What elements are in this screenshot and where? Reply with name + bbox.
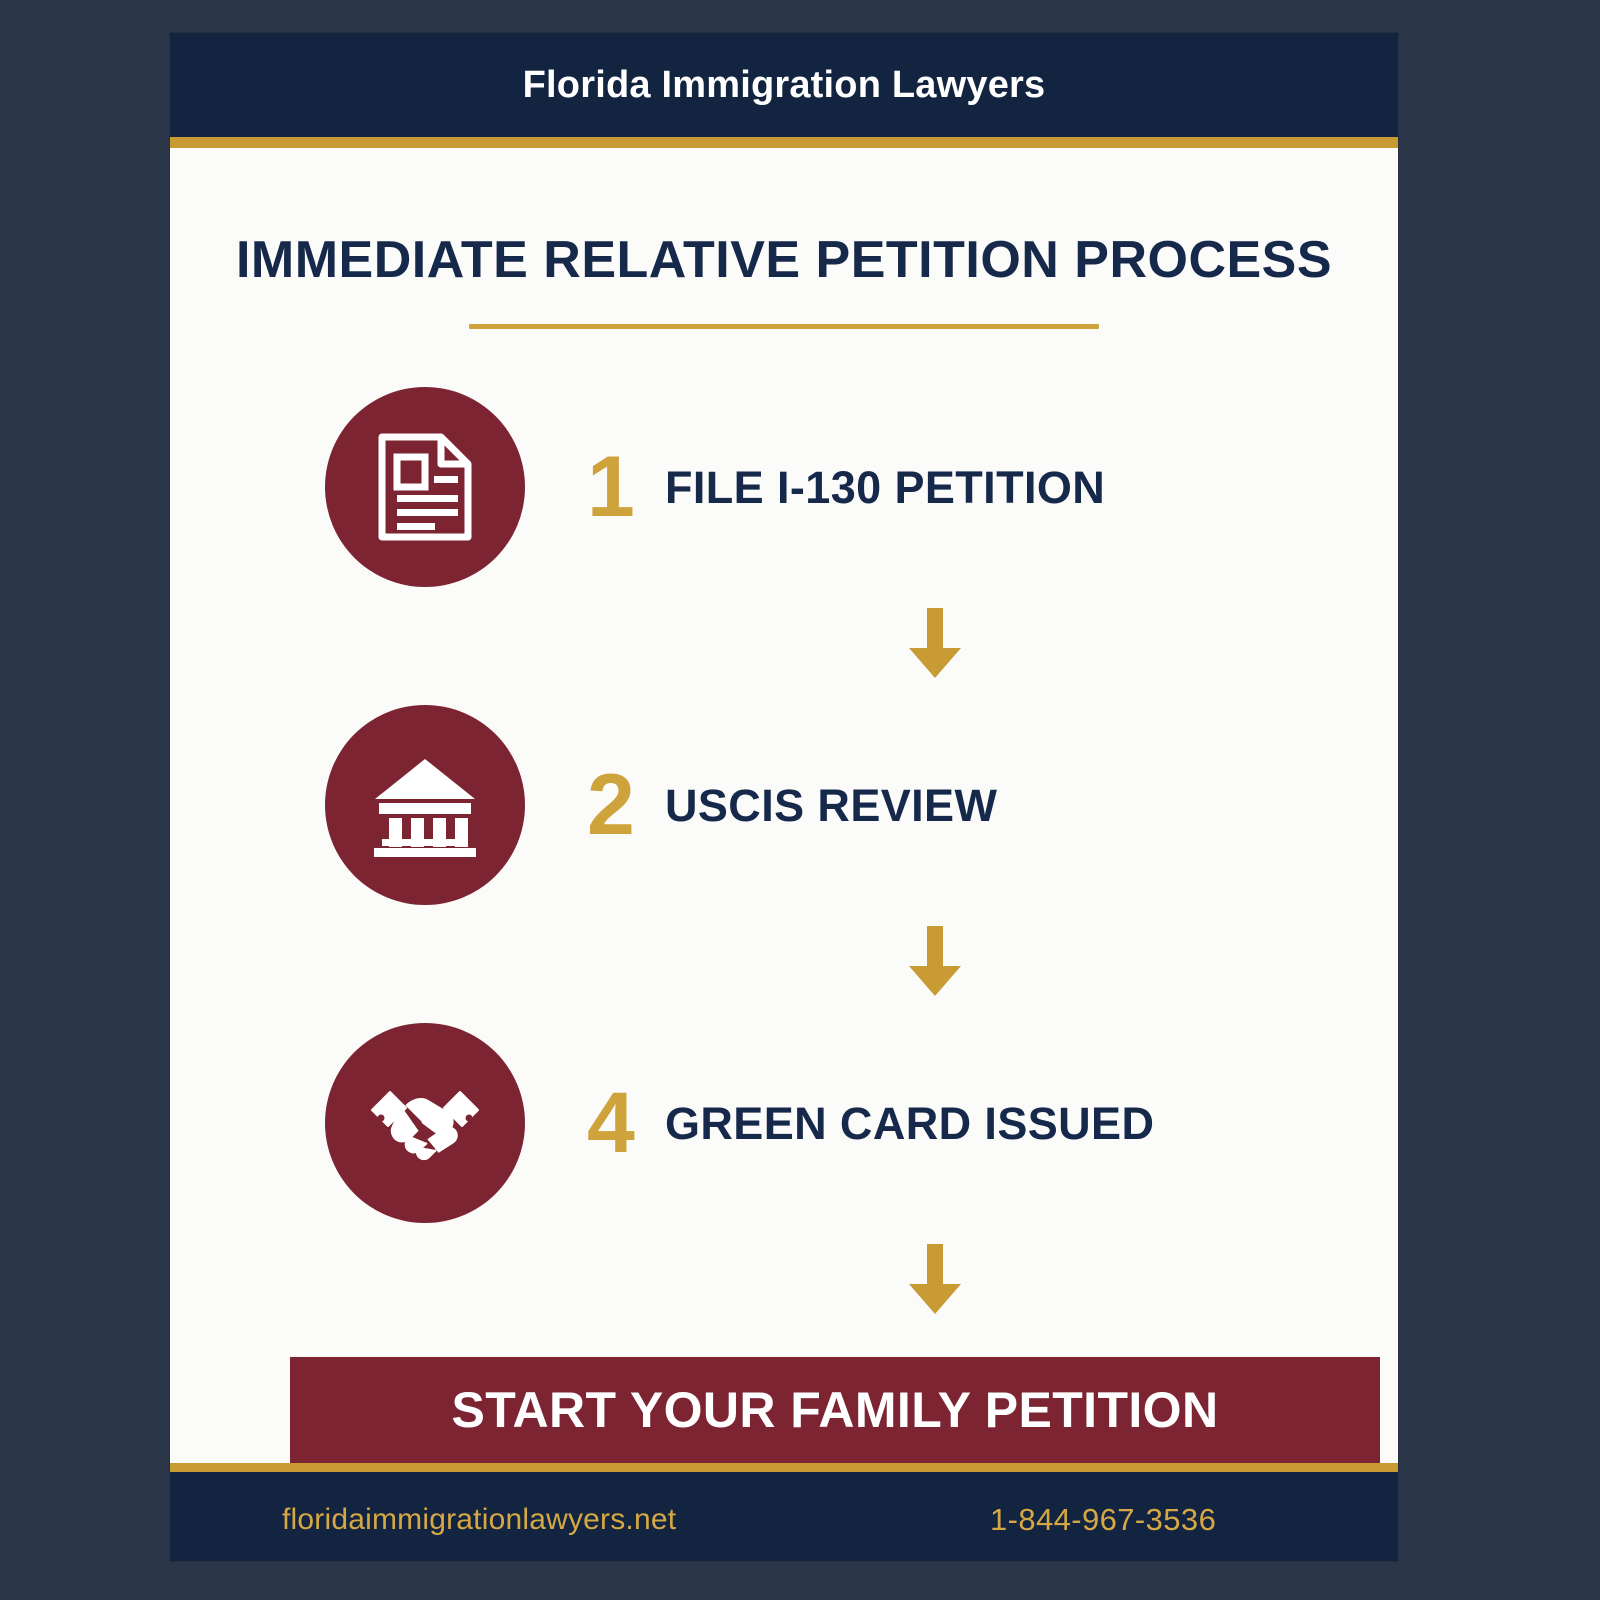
process-step: 1 FILE I-130 PETITION bbox=[325, 387, 1398, 587]
document-icon bbox=[373, 431, 477, 543]
step-label: FILE I-130 PETITION bbox=[665, 461, 1106, 513]
arrow-down-icon bbox=[906, 607, 964, 685]
cta-section: START YOUR FAMILY PETITION bbox=[170, 1357, 1398, 1463]
step-connector bbox=[325, 905, 1398, 1023]
step-connector bbox=[325, 587, 1398, 705]
title-underline-rule bbox=[469, 324, 1099, 329]
start-family-petition-button[interactable]: START YOUR FAMILY PETITION bbox=[290, 1357, 1380, 1463]
step-icon-badge bbox=[325, 1023, 525, 1223]
step-label: GREEN CARD ISSUED bbox=[665, 1097, 1155, 1149]
step-icon-badge bbox=[325, 705, 525, 905]
footer-website-link[interactable]: floridaimmigrationlawyers.net bbox=[282, 1503, 677, 1536]
step-number: 1 bbox=[587, 439, 635, 535]
step-number: 2 bbox=[587, 757, 635, 853]
process-step: 4 GREEN CARD ISSUED bbox=[325, 1023, 1398, 1223]
arrow-down-icon bbox=[906, 925, 964, 1003]
infographic-card: Florida Immigration Lawyers IMMEDIATE RE… bbox=[170, 33, 1398, 1561]
step-connector bbox=[325, 1223, 1398, 1341]
process-step: 2 USCIS REVIEW bbox=[325, 705, 1398, 905]
footer-phone-number[interactable]: 1-844-967-3536 bbox=[990, 1502, 1217, 1537]
step-icon-badge bbox=[325, 387, 525, 587]
card-body: IMMEDIATE RELATIVE PETITION PROCESS bbox=[170, 148, 1398, 1463]
footer-gold-divider bbox=[170, 1463, 1398, 1472]
page-title: IMMEDIATE RELATIVE PETITION PROCESS bbox=[235, 231, 1333, 289]
step-number: 4 bbox=[587, 1075, 635, 1171]
header-gold-divider bbox=[170, 137, 1398, 148]
brand-title: Florida Immigration Lawyers bbox=[522, 63, 1046, 106]
headline-section: IMMEDIATE RELATIVE PETITION PROCESS bbox=[170, 148, 1398, 329]
card-footer: floridaimmigrationlawyers.net 1-844-967-… bbox=[170, 1472, 1398, 1561]
handshake-icon bbox=[366, 1080, 484, 1166]
arrow-down-icon bbox=[906, 1243, 964, 1321]
process-steps: 1 FILE I-130 PETITION bbox=[170, 387, 1398, 1341]
cta-label: START YOUR FAMILY PETITION bbox=[451, 1382, 1219, 1438]
card-header: Florida Immigration Lawyers bbox=[170, 33, 1398, 137]
step-label: USCIS REVIEW bbox=[665, 779, 998, 831]
government-building-icon bbox=[369, 753, 481, 857]
